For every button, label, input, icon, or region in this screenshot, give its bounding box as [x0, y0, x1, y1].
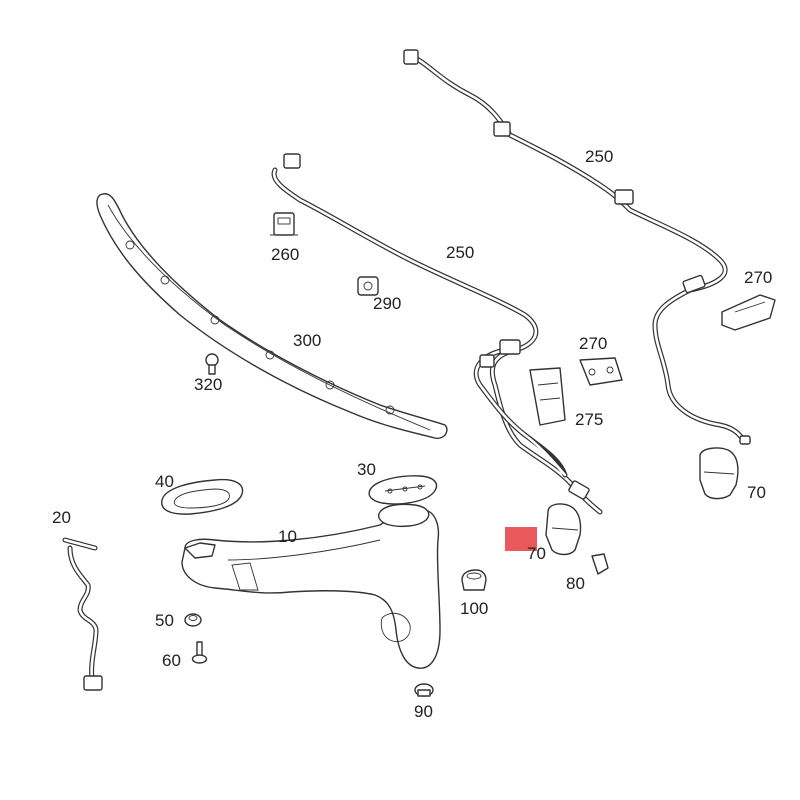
seal-40 [161, 478, 244, 515]
washer-hose-250-right [403, 49, 751, 445]
grommet-50 [184, 613, 202, 627]
callout-320: 320 [194, 375, 223, 394]
callout-260: 260 [271, 245, 300, 264]
callout-30: 30 [357, 460, 376, 479]
callout-80: 80 [566, 574, 585, 593]
seal-30 [368, 475, 438, 505]
washer-reservoir-10 [181, 503, 441, 669]
callout-90: 90 [414, 702, 433, 721]
filler-tube-20 [62, 537, 103, 691]
bolt-60 [191, 641, 208, 664]
callout-70-right: 70 [747, 483, 766, 502]
clip-260 [270, 212, 298, 236]
callout-300: 300 [293, 331, 322, 350]
clip-290 [357, 276, 379, 296]
callout-275: 275 [575, 410, 604, 429]
bracket-270-right [721, 294, 776, 331]
callout-20: 20 [52, 508, 71, 527]
callout-250-right: 250 [585, 147, 614, 166]
callout-70-center: 70 [527, 544, 546, 563]
callout-40: 40 [155, 472, 174, 491]
callout-100: 100 [460, 599, 489, 618]
plug-90 [414, 683, 434, 697]
clip-320 [205, 353, 219, 375]
bracket-275 [529, 367, 566, 426]
callout-50: 50 [155, 611, 174, 630]
washer-hose-250-center [271, 153, 603, 515]
callout-60: 60 [162, 651, 181, 670]
bracket-270-center [579, 357, 623, 386]
clip-80 [591, 553, 609, 575]
callout-250-center: 250 [446, 243, 475, 262]
grommet-100 [461, 569, 487, 591]
callout-270-center: 270 [579, 334, 608, 353]
cowl-seal-300 [96, 193, 448, 439]
highlight-marker [505, 527, 537, 551]
pump-70-right [699, 447, 739, 500]
callout-270-right: 270 [744, 268, 773, 287]
callout-290: 290 [373, 294, 402, 313]
callout-10: 10 [278, 527, 297, 546]
pump-70-center [545, 503, 582, 556]
